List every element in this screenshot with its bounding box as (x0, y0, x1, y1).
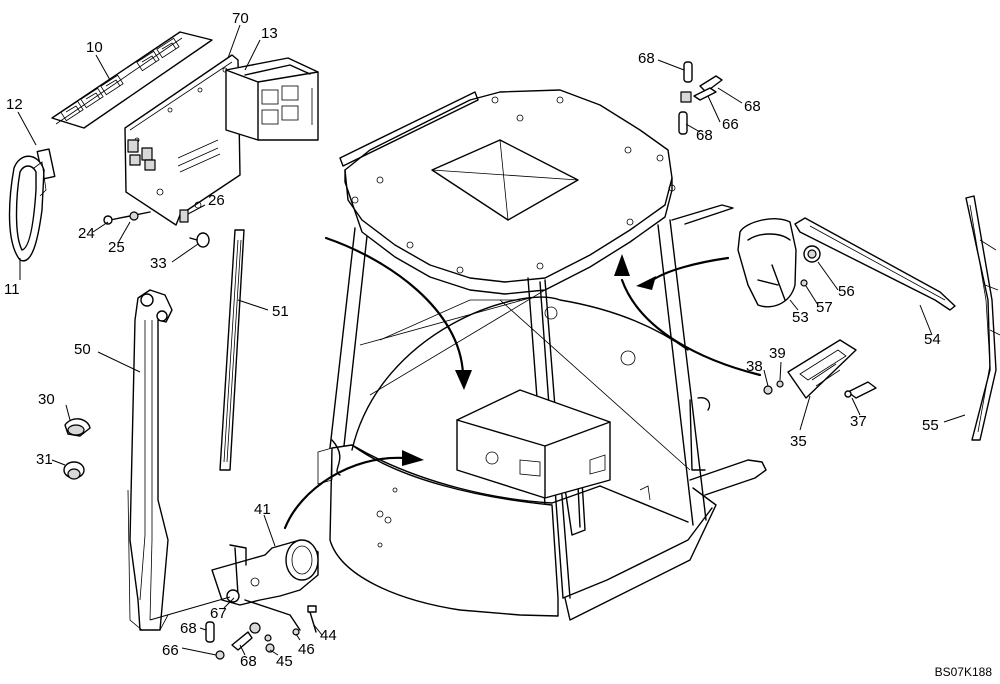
part-label-51: 51 (272, 303, 289, 320)
part-label-68-e: 68 (696, 127, 713, 144)
part-label-56: 56 (838, 283, 855, 300)
part-label-66-b: 66 (722, 116, 739, 133)
part-label-13: 13 (261, 25, 278, 42)
part-label-67: 67 (210, 605, 227, 622)
part-label-26: 26 (208, 192, 225, 209)
part-label-46: 46 (298, 641, 315, 658)
part-label-11: 11 (4, 281, 20, 298)
part-label-30: 30 (38, 391, 55, 408)
switch-panel-assembly (8, 31, 319, 480)
part-label-68-b: 68 (240, 653, 257, 670)
part-label-45: 45 (276, 653, 293, 670)
part-label-10: 10 (86, 39, 103, 56)
part-label-31: 31 (36, 451, 53, 468)
part-label-53: 53 (792, 309, 809, 326)
leader-lines (17, 24, 966, 656)
part-label-57: 57 (816, 299, 833, 316)
part-label-55: 55 (922, 417, 939, 434)
cab-structure (317, 89, 767, 621)
part-label-68-c: 68 (638, 50, 655, 67)
part-label-41: 41 (254, 501, 271, 518)
part-label-39: 39 (769, 345, 786, 362)
switch-module (763, 339, 877, 399)
part-label-50: 50 (74, 341, 91, 358)
linkage-pins (678, 61, 723, 135)
part-label-38: 38 (746, 358, 763, 375)
part-label-33: 33 (150, 255, 167, 272)
part-label-12: 12 (6, 96, 23, 113)
part-label-37: 37 (850, 413, 867, 430)
drawing-code: BS07K188 (934, 665, 992, 679)
part-label-54: 54 (924, 331, 941, 348)
part-number-labels: 10 70 13 12 11 24 25 26 33 51 50 30 31 4… (4, 10, 941, 670)
part-label-44: 44 (320, 627, 337, 644)
part-label-68-d: 68 (744, 98, 761, 115)
part-label-66-a: 66 (162, 642, 179, 659)
rear-wiper-assembly (737, 195, 1000, 441)
part-label-35: 35 (790, 433, 807, 450)
part-label-70: 70 (232, 10, 249, 27)
part-label-68-a: 68 (180, 620, 197, 637)
front-wiper-assembly (127, 229, 319, 660)
part-label-24: 24 (78, 225, 95, 242)
part-label-25: 25 (108, 239, 125, 256)
assembly-arrows (283, 236, 762, 530)
